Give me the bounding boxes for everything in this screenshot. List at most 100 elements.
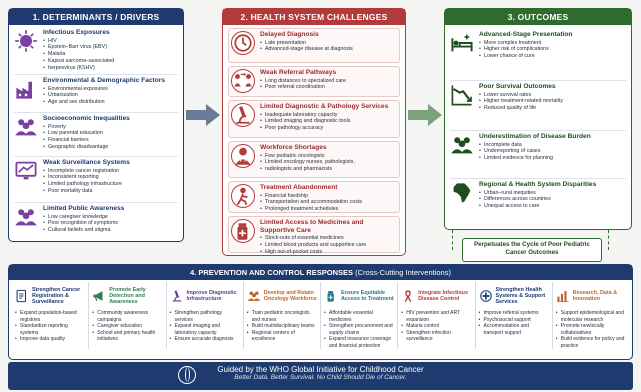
prevention-bullet: Community awareness campaigns	[92, 310, 162, 323]
challenges-item-bullets: Long distances to specialized carePoor r…	[260, 78, 397, 92]
outcomes-item-text: Advanced-Stage PresentationMore complex …	[479, 31, 626, 60]
hospital-bed-icon	[450, 31, 474, 55]
challenges-item-bullets: Inadequate laboratory capacityLimited im…	[260, 112, 397, 133]
africa-map-icon	[450, 181, 474, 205]
determinants-item-title: Limited Public Awareness	[43, 205, 125, 212]
determinants-item: Weak Surveillance SystemsIncomplete canc…	[14, 159, 178, 195]
divider	[14, 202, 178, 203]
determinants-item-text: Infectious ExposuresHIVEpstein–Barr viru…	[43, 29, 178, 72]
people-icon	[14, 115, 38, 139]
outcomes-item-title: Regional & Health System Disparities	[479, 181, 597, 188]
determinants-bullet: Kaposi sarcoma–associated	[43, 58, 178, 65]
determinants-bullet: Incomplete cancer registration	[43, 168, 178, 175]
prevention-header: 4. PREVENTION AND CONTROL RESPONSES (Cro…	[9, 265, 632, 280]
prevention-column-head: Develop and Retain Oncology Workforce	[247, 282, 317, 310]
divider	[450, 178, 626, 179]
challenges-item: Limited Access to Medicines and Supporti…	[228, 216, 400, 256]
prevention-column-title: Develop and Retain Oncology Workforce	[263, 289, 317, 302]
outcomes-item: Underestimation of Disease BurdenIncompl…	[450, 133, 626, 162]
outcomes-bullet: Lower chance of cure	[479, 53, 626, 60]
determinants-item-title: Weak Surveillance Systems	[43, 159, 130, 166]
declining-chart-icon	[450, 83, 474, 107]
challenges-header: 2. HEALTH SYSTEM CHALLENGES	[223, 9, 405, 25]
determinants-item-title: Socioeconomic Inequalities	[43, 115, 130, 122]
prevention-bullet: Expand insurance coverage and financial …	[324, 336, 394, 349]
prevention-bullet: Promote newIocally collaboratives	[556, 323, 626, 336]
determinants-bullet: Epstein–Barr virus (EBV)	[43, 44, 178, 51]
prevention-bullet: School and primary health initiatives	[92, 330, 162, 343]
determinants-bullet: Malaria	[43, 51, 178, 58]
prevention-bullet: Support epidemiological and molecular re…	[556, 310, 626, 323]
factory-icon	[14, 77, 38, 101]
prevention-header-sub: (Cross-Cutting Interventions)	[353, 268, 451, 277]
prevention-bullet: Accommodation and transport support	[479, 323, 549, 336]
determinants-item-title: Infectious Exposures	[43, 29, 110, 36]
prevention-bullet: Improve referral systems	[479, 310, 549, 317]
prevention-panel: 4. PREVENTION AND CONTROL RESPONSES (Cro…	[8, 264, 633, 360]
outcomes-bullet: Underreporting of cases	[479, 148, 626, 155]
cycle-box: Perpetuates the Cycle of Poor Pediatric …	[462, 238, 602, 262]
challenges-bullet: Limited imaging and diagnostic tools	[260, 118, 397, 125]
outcomes-item: Poor Survival OutcomesLower survival rat…	[450, 83, 626, 112]
challenges-item: Limited Diagnostic & Pathology ServicesI…	[228, 100, 400, 138]
prevention-column-title: Integrate Infectious Disease Control	[418, 289, 468, 302]
prevention-column-title: Promote Early Detection and Awareness	[109, 286, 146, 306]
prevention-column-bullets: Strengthen pathology servicesExpand imag…	[170, 310, 240, 343]
challenges-bullet: Prolonged treatment schedules	[260, 206, 397, 213]
prevention-column-title: Strengthen Health Systems & Support Serv…	[495, 286, 546, 306]
determinants-item-text: Limited Public AwarenessLow caregiver kn…	[43, 205, 178, 234]
determinants-header: 1. DETERMINANTS / DRIVERS	[9, 9, 183, 25]
prevention-column: Integrate Infectious Disease ControlHIV …	[398, 282, 476, 349]
prevention-column-head: Improve Diagnostic Infrastructure	[170, 282, 240, 310]
determinants-item-bullets: Low caregiver knowledgePoor recognition …	[43, 214, 178, 235]
outcomes-item: Advanced-Stage PresentationMore complex …	[450, 31, 626, 60]
outcomes-bullet: Limited evidence for planning	[479, 155, 626, 162]
challenges-item-bullets: Stock-outs of essential medicinesLimited…	[260, 235, 397, 256]
prevention-column: Research, Data & InnovationSupport epide…	[553, 282, 629, 349]
challenges-bullet: Limited oncology nurses, pathologists,	[260, 159, 397, 166]
outcomes-header: 3. OUTCOMES	[445, 9, 631, 25]
determinants-item: Socioeconomic InequalitiesPovertyLow par…	[14, 115, 178, 151]
determinants-bullet: Environmental exposures	[43, 86, 178, 93]
challenges-bullet: Poor pathology accuracy	[260, 125, 397, 132]
virus-icon	[14, 29, 38, 53]
determinants-item-bullets: Incomplete cancer registrationInconsiste…	[43, 168, 178, 196]
access-icon	[324, 289, 338, 303]
prevention-bullet: Strengthen infection surveillance	[401, 330, 471, 343]
outcomes-item-title: Poor Survival Outcomes	[479, 83, 556, 90]
challenges-bullet: Stock-outs of essential medicines	[260, 235, 397, 242]
determinants-bullet: HIV	[43, 38, 178, 45]
prevention-bullet: Regional centers of excellence	[247, 330, 317, 343]
challenges-item-text: Weak Referral PathwaysLong distances to …	[260, 69, 397, 94]
determinants-item-text: Environmental & Demographic FactorsEnvir…	[43, 77, 178, 106]
prevention-column-bullets: HIV prevention and ART expansionMalaria …	[401, 310, 471, 343]
prevention-bullet: Standardize reporting systems	[15, 323, 85, 336]
prevention-bullet: HIV prevention and ART expansion	[401, 310, 471, 323]
arrow-1-to-2	[186, 104, 220, 126]
determinants-bullet: Poor recognition of symptoms	[43, 220, 178, 227]
group-icon	[450, 133, 474, 157]
challenges-bullet: High out-of-pocket costs	[260, 249, 397, 256]
prevention-column: Promote Early Detection and AwarenessCom…	[89, 282, 167, 349]
determinants-item-text: Weak Surveillance SystemsIncomplete canc…	[43, 159, 178, 195]
prevention-bullet: Expand imaging and laboratory capacity	[170, 323, 240, 336]
divider	[14, 74, 178, 75]
challenges-bullet: Financial hardship	[260, 193, 397, 200]
challenges-item-text: Limited Diagnostic & Pathology ServicesI…	[260, 103, 397, 135]
prevention-bullet: Psychosocial support	[479, 317, 549, 324]
determinants-bullet: Inconsistent reporting	[43, 174, 178, 181]
outcomes-item-bullets: More complex treatmentHigher risk of com…	[479, 40, 626, 61]
ribbon-icon	[401, 289, 415, 303]
prevention-column-head: Ensure Equitable Access to Treatment	[324, 282, 394, 310]
outcomes-bullet: More complex treatment	[479, 40, 626, 47]
challenges-bullet: Advanced-stage disease at diagnosis	[260, 46, 397, 53]
prevention-column-title: Improve Diagnostic Infrastructure	[186, 289, 237, 302]
determinants-item-bullets: Environmental exposuresUrbanizationAge a…	[43, 86, 178, 107]
referral-icon	[231, 69, 255, 93]
outcomes-item-bullets: Incomplete dataUnderreporting of casesLi…	[479, 142, 626, 163]
outcomes-bullet: Higher treatment-related mortality	[479, 98, 626, 105]
challenges-item-bullets: Few pediatric oncologistsLimited oncolog…	[260, 153, 397, 174]
clock-icon	[231, 31, 255, 55]
prevention-column-bullets: Community awareness campaignsCaregiver e…	[92, 310, 162, 343]
determinants-panel: 1. DETERMINANTS / DRIVERS Infectious Exp…	[8, 8, 184, 242]
